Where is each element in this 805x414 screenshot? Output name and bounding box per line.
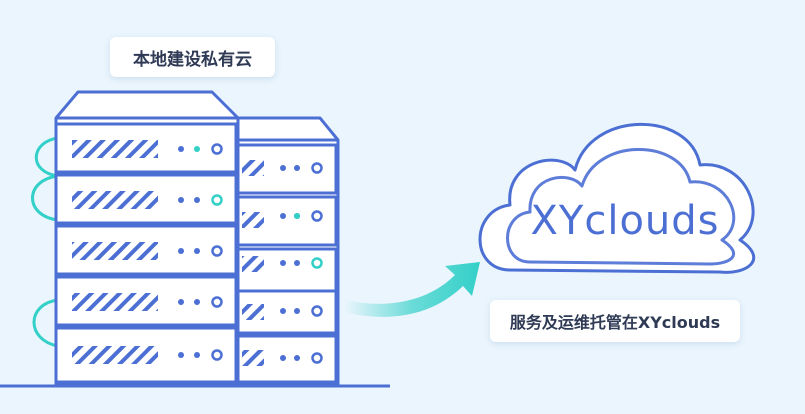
local-private-cloud-label: 本地建设私有云 [110,37,275,77]
front-server-rack [54,90,240,387]
managed-hosting-label: 服务及运维托管在XYclouds [490,300,740,342]
network-cables [31,136,59,348]
back-server-rack [234,116,340,387]
cloud-icon [478,122,756,274]
cloud-brand-text: XYclouds [530,198,720,244]
curved-arrow-icon [345,262,480,317]
